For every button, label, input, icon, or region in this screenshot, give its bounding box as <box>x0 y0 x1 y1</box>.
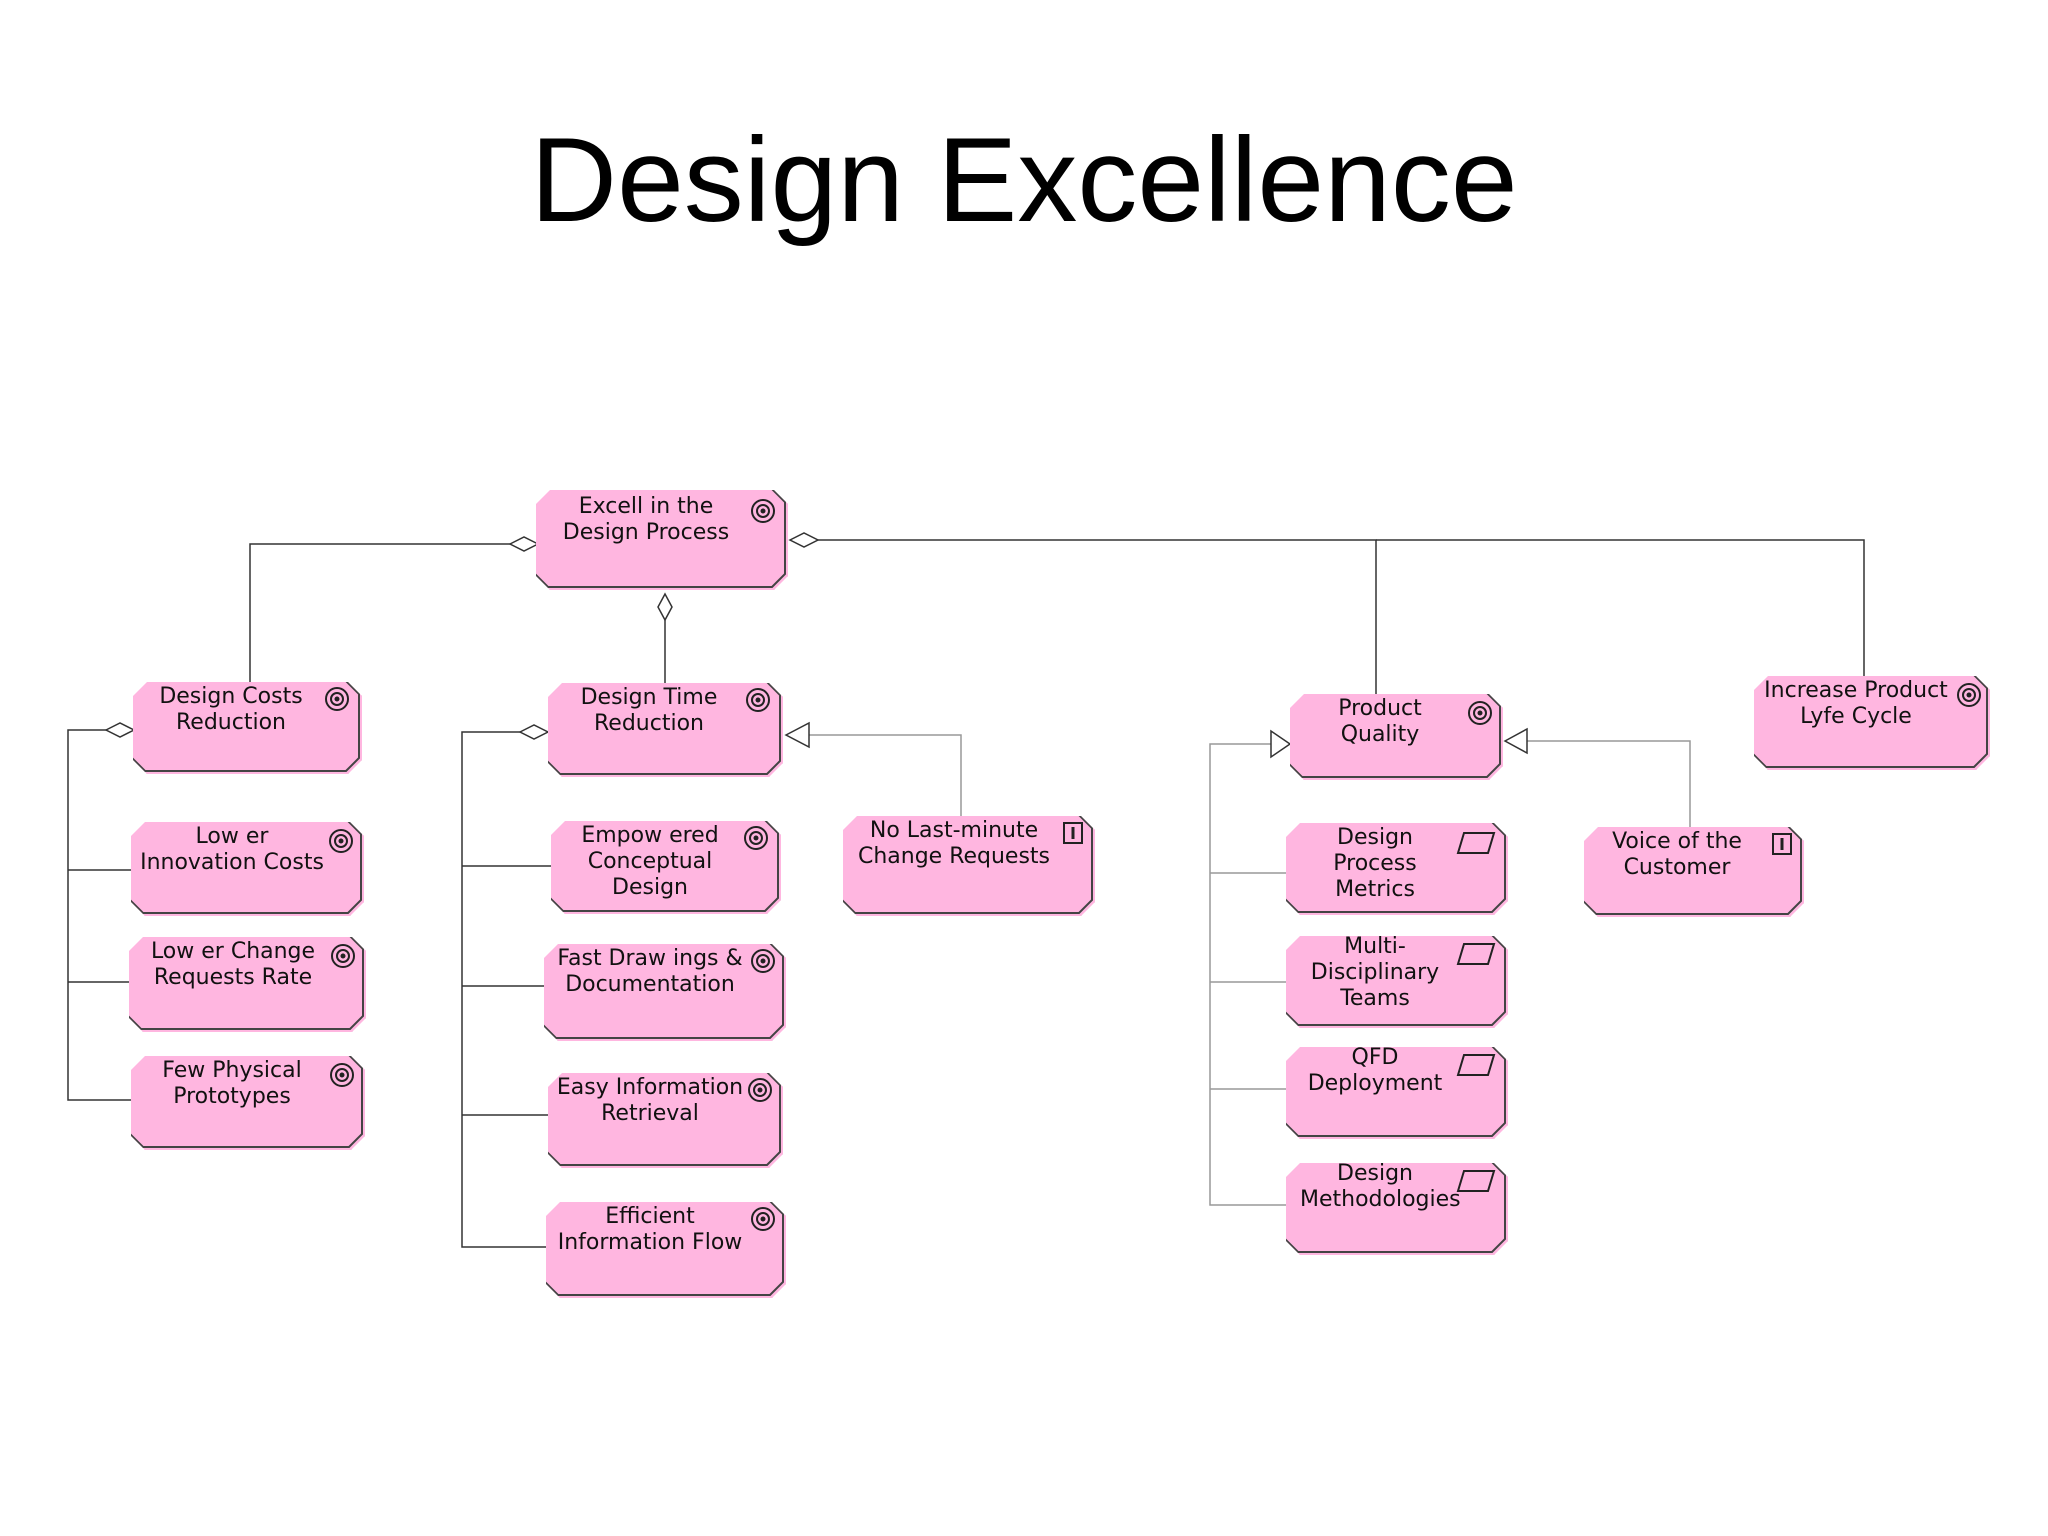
node-label: Low er Change Requests Rate <box>150 939 316 990</box>
requirement-icon <box>1772 833 1792 855</box>
connector-cost-children <box>67 729 131 1101</box>
goal-icon <box>750 498 776 524</box>
aggregation-diamond <box>508 536 540 552</box>
generalization-arrow <box>784 721 810 749</box>
page-title: Design Excellence <box>530 113 1518 247</box>
node-design-process-metrics[interactable]: Design Process Metrics <box>1286 823 1508 915</box>
node-increase-product-lyfe-cycle[interactable]: Increase Product Lyfe Cycle <box>1754 676 1990 770</box>
node-label: Excell in the Design Process <box>562 494 730 545</box>
node-qfd-deployment[interactable]: QFD Deployment <box>1286 1047 1508 1139</box>
node-label: Empow ered Conceptual Design <box>581 823 719 900</box>
node-label: Fast Draw ings & Documentation <box>557 946 743 997</box>
node-label: Design Methodologies <box>1300 1161 1461 1212</box>
goal-icon <box>1467 700 1493 726</box>
goal-icon <box>747 1077 773 1103</box>
goal-icon <box>750 1206 776 1232</box>
generalization-arrow <box>1270 729 1292 759</box>
node-label: Design Costs Reduction <box>159 684 303 735</box>
goal-icon <box>330 943 356 969</box>
node-label: Design Process Metrics <box>1333 825 1417 902</box>
node-label: Efficient Information Flow <box>557 1204 743 1255</box>
node-design-time-reduction[interactable]: Design Time Reduction <box>548 683 783 777</box>
node-lower-innovation-costs[interactable]: Low er Innovation Costs <box>131 822 364 916</box>
node-label: Multi- Disciplinary Teams <box>1310 934 1440 1011</box>
connector-root-lifecycle <box>1376 539 1865 676</box>
node-excell-design-process[interactable]: Excell in the Design Process <box>536 490 788 590</box>
node-label: QFD Deployment <box>1307 1045 1443 1096</box>
aggregation-diamond <box>104 722 136 738</box>
node-empowered-conceptual-design[interactable]: Empow ered Conceptual Design <box>551 821 781 914</box>
goal-icon <box>1956 682 1982 708</box>
node-label: Few Physical Prototypes <box>162 1058 302 1109</box>
node-design-costs-reduction[interactable]: Design Costs Reduction <box>133 682 362 774</box>
requirement-icon <box>1063 822 1083 844</box>
node-label: Increase Product Lyfe Cycle <box>1764 678 1948 729</box>
aggregation-diamond <box>518 724 550 740</box>
generalization-arrow <box>1503 727 1528 755</box>
goal-icon <box>328 828 354 854</box>
goal-icon <box>743 825 769 851</box>
node-label: No Last-minute Change Requests <box>857 818 1051 869</box>
node-label: Voice of the Customer <box>1612 829 1742 880</box>
goal-icon <box>745 687 771 713</box>
connector-quality-children <box>1209 743 1286 1206</box>
aggregation-diamond <box>657 592 673 622</box>
node-product-quality[interactable]: Product Quality <box>1290 694 1503 780</box>
node-design-methodologies[interactable]: Design Methodologies <box>1286 1163 1508 1255</box>
node-label: Low er Innovation Costs <box>140 824 324 875</box>
node-label: Easy Information Retrieval <box>556 1075 744 1126</box>
aggregation-diamond <box>788 532 820 548</box>
goal-icon <box>329 1062 355 1088</box>
goal-icon <box>324 686 350 712</box>
node-voice-of-the-customer[interactable]: Voice of the Customer <box>1584 827 1804 917</box>
node-label: Design Time Reduction <box>580 685 718 736</box>
connector-root-cost <box>249 543 518 684</box>
parallelogram-icon <box>1456 1169 1496 1193</box>
node-fast-drawings-documentation[interactable]: Fast Draw ings & Documentation <box>544 944 786 1041</box>
node-no-last-minute-change-requests[interactable]: No Last-minute Change Requests <box>843 816 1095 916</box>
node-lower-change-requests-rate[interactable]: Low er Change Requests Rate <box>129 937 366 1032</box>
node-efficient-information-flow[interactable]: Efficient Information Flow <box>546 1202 786 1298</box>
connector-voice-quality <box>1527 740 1691 827</box>
node-easy-information-retrieval[interactable]: Easy Information Retrieval <box>548 1073 783 1168</box>
node-few-physical-prototypes[interactable]: Few Physical Prototypes <box>131 1056 365 1150</box>
parallelogram-icon <box>1456 831 1496 855</box>
node-multi-disciplinary-teams[interactable]: Multi- Disciplinary Teams <box>1286 936 1508 1028</box>
connector-root-quality <box>808 539 1377 694</box>
connector-lastminute-time <box>809 734 962 816</box>
goal-icon <box>750 948 776 974</box>
connector-time-children <box>461 731 546 1248</box>
parallelogram-icon <box>1456 1053 1496 1077</box>
parallelogram-icon <box>1456 942 1496 966</box>
node-label: Product Quality <box>1338 696 1422 747</box>
